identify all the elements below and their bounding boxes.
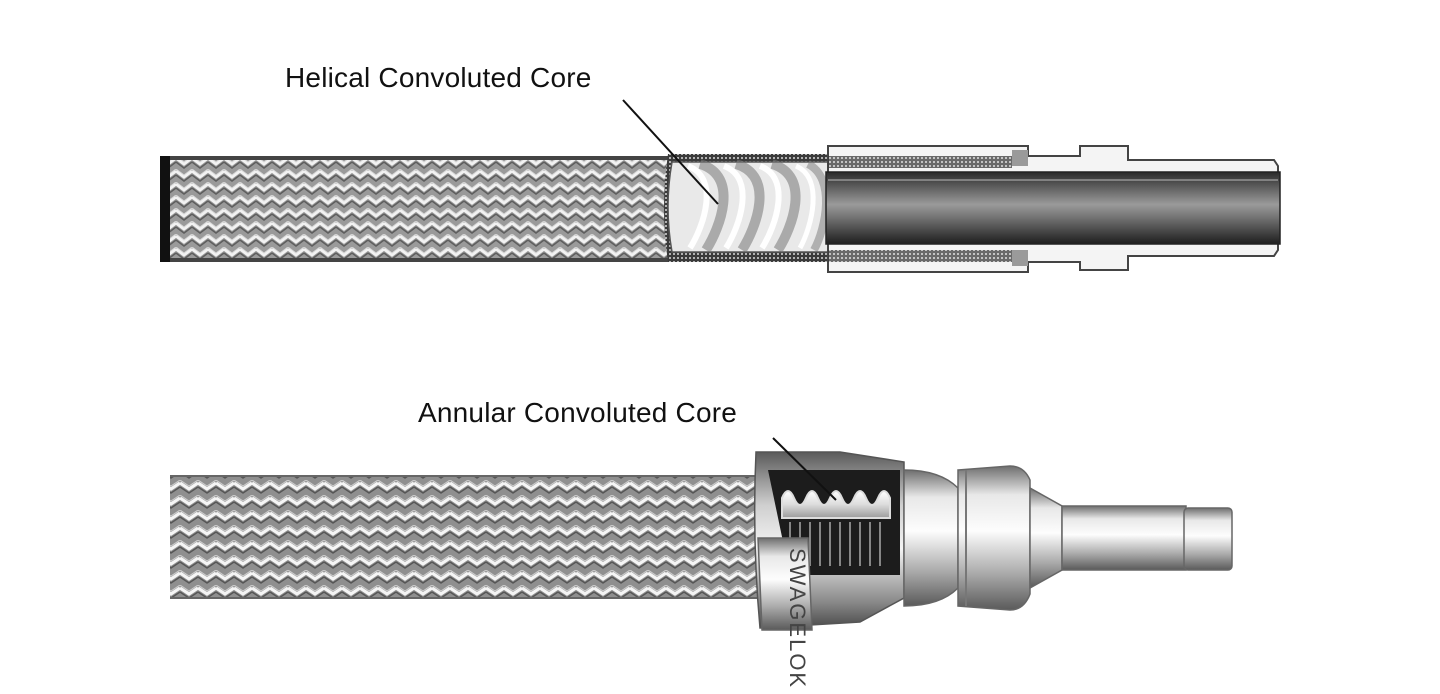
annular-callout-line xyxy=(772,437,837,501)
annular-core-label: Annular Convoluted Core xyxy=(418,397,738,428)
fitting-bore xyxy=(825,171,1281,245)
annular-fitting-body xyxy=(903,465,1233,611)
stem-tube xyxy=(1061,505,1187,571)
annular-socket: SWAGELOK xyxy=(753,451,905,689)
annular-core xyxy=(781,490,891,519)
helical-fitting xyxy=(825,145,1281,273)
helical-callout-line xyxy=(622,99,719,205)
helical-hose-assembly xyxy=(160,99,1281,273)
fitting-marking: SWAGELOK xyxy=(785,548,810,689)
annular-hose-assembly: SWAGELOK xyxy=(170,437,1233,689)
helical-core xyxy=(667,159,831,253)
helical-core-label: Helical Convoluted Core xyxy=(285,62,592,93)
braided-sleeve-annular xyxy=(170,476,810,598)
stem-tip xyxy=(1183,507,1233,571)
braided-sleeve xyxy=(170,156,675,262)
